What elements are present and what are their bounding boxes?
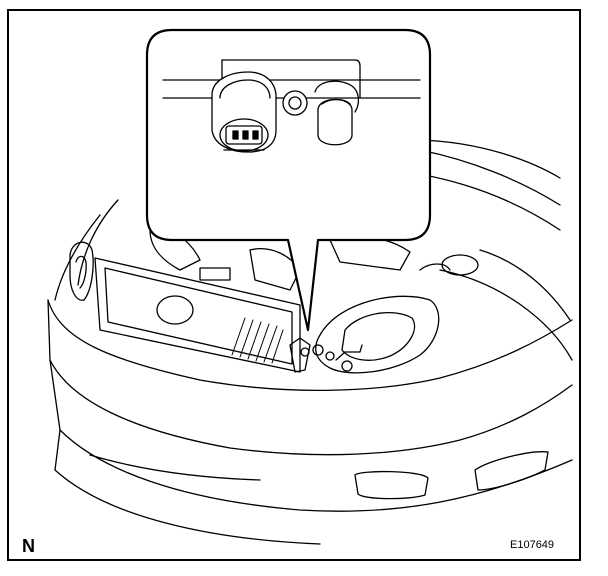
grille xyxy=(94,257,301,373)
callout-bubble xyxy=(145,28,432,332)
fog-lamp-openings xyxy=(89,451,549,500)
figure-id-label: E107649 xyxy=(510,539,555,551)
sensor-bracket-location xyxy=(289,337,363,373)
headlamp-left xyxy=(69,241,94,301)
headlamp-right xyxy=(315,295,440,374)
sensor-connector-detail xyxy=(162,59,421,153)
orientation-letter: N xyxy=(22,536,35,556)
